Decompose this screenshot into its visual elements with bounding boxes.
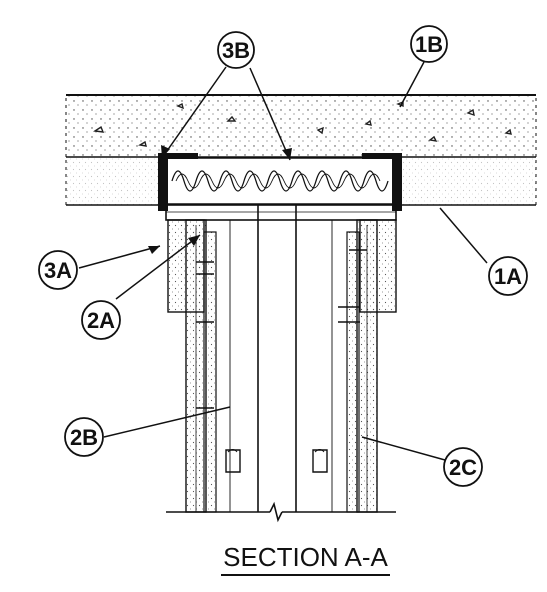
callout-1B-label: 1B: [415, 32, 443, 57]
callout-1A-label: 1A: [494, 264, 522, 289]
ceiling-runner: [165, 204, 397, 221]
leader-arrowheads: [148, 145, 292, 254]
callout-1A: 1A: [488, 256, 528, 296]
callout-3B-label: 3B: [222, 38, 250, 63]
leader-lines: [78, 61, 488, 461]
callout-3B: 3B: [217, 31, 255, 69]
mineral-wool-insulation: [166, 157, 394, 205]
screw-fasteners: [196, 249, 367, 409]
gypsum-board-left: [167, 219, 217, 513]
callout-2C-label: 2C: [449, 455, 477, 480]
callout-2B-label: 2B: [70, 425, 98, 450]
callout-2C: 2C: [443, 447, 483, 487]
callout-3A: 3A: [38, 250, 78, 290]
callout-1B: 1B: [410, 25, 448, 63]
callout-2A-label: 2A: [87, 308, 115, 333]
callout-2A: 2A: [81, 300, 121, 340]
concrete-slab: [65, 94, 537, 158]
section-title: SECTION A-A: [0, 542, 547, 576]
callout-3A-label: 3A: [44, 258, 72, 283]
break-line: [166, 501, 396, 523]
sealant-bead: [158, 153, 402, 211]
section-title-text: SECTION A-A: [221, 542, 390, 576]
callout-2B: 2B: [64, 417, 104, 457]
gypsum-board-right: [346, 219, 397, 513]
steel-studs: [225, 205, 333, 512]
